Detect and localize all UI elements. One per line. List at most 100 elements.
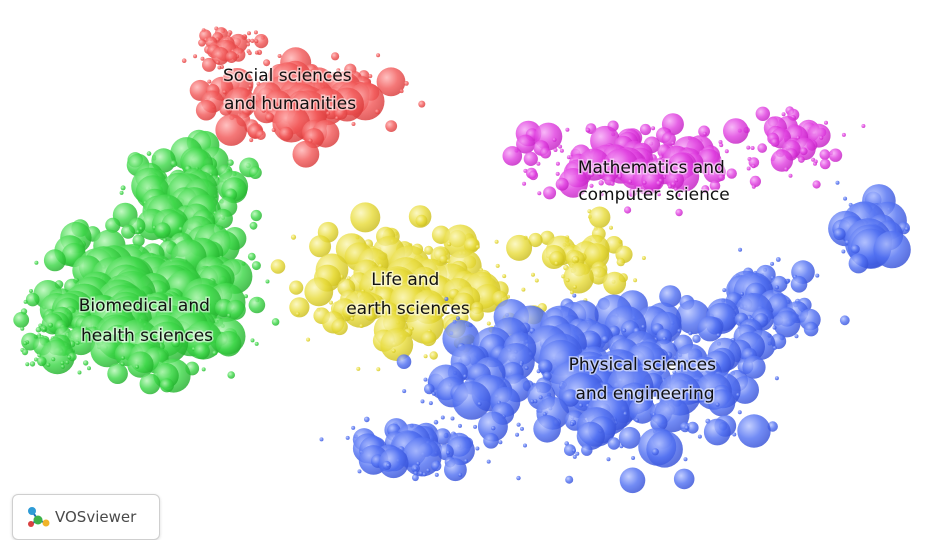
bubble-mcs[interactable] (828, 148, 843, 162)
bubble-bhs[interactable] (29, 289, 33, 293)
bubble-pse[interactable] (456, 316, 460, 321)
bubble-mcs[interactable] (516, 134, 536, 154)
bubble-bhs[interactable] (139, 373, 161, 395)
bubble-bhs[interactable] (250, 338, 255, 343)
bubble-mcs[interactable] (598, 180, 604, 186)
bubble-ssh[interactable] (227, 32, 232, 37)
bubble-les[interactable] (421, 330, 437, 347)
bubble-pse[interactable] (662, 360, 667, 365)
bubble-ssh[interactable] (211, 47, 230, 65)
bubble-ssh[interactable] (249, 138, 254, 143)
bubble-mcs[interactable] (748, 157, 760, 168)
bubble-les[interactable] (565, 278, 570, 283)
bubble-les[interactable] (563, 262, 594, 294)
bubble-mcs[interactable] (675, 208, 683, 217)
bubble-pse[interactable] (684, 425, 690, 431)
bubble-pse[interactable] (396, 354, 412, 370)
bubble-ssh[interactable] (250, 38, 255, 44)
bubble-ssh[interactable] (374, 109, 380, 115)
bubble-pse[interactable] (578, 403, 583, 408)
bubble-bhs[interactable] (21, 348, 29, 356)
bubble-pse[interactable] (536, 369, 541, 374)
bubble-pse[interactable] (716, 333, 721, 338)
bubble-pse[interactable] (516, 475, 521, 481)
bubble-mcs[interactable] (819, 158, 831, 170)
bubble-ssh[interactable] (198, 39, 206, 47)
bubble-ssh[interactable] (263, 59, 271, 67)
bubble-pse[interactable] (402, 389, 407, 394)
bubble-mcs[interactable] (698, 125, 710, 138)
vosviewer-badge[interactable]: VOSviewer (12, 494, 160, 540)
bubble-mcs[interactable] (749, 175, 762, 187)
bubble-mcs[interactable] (657, 192, 661, 197)
bubble-pse[interactable] (431, 460, 442, 472)
bubble-pse[interactable] (515, 432, 520, 437)
bubble-mcs[interactable] (757, 143, 767, 153)
bubble-pse[interactable] (803, 321, 819, 337)
bubble-mcs[interactable] (755, 106, 770, 122)
bubble-pse[interactable] (656, 395, 661, 400)
bubble-les[interactable] (603, 271, 627, 295)
bubble-les[interactable] (502, 274, 507, 279)
bubble-bhs[interactable] (132, 234, 145, 247)
bubble-ssh[interactable] (254, 34, 269, 49)
bubble-bhs[interactable] (121, 355, 125, 360)
bubble-bhs[interactable] (83, 360, 89, 366)
bubble-ssh[interactable] (326, 111, 331, 116)
bubble-les[interactable] (570, 290, 574, 295)
bubble-bhs[interactable] (35, 326, 42, 333)
bubble-les[interactable] (531, 272, 535, 277)
bubble-pse[interactable] (772, 345, 777, 350)
bubble-pse[interactable] (774, 376, 779, 381)
bubble-mcs[interactable] (555, 171, 560, 176)
bubble-les[interactable] (378, 263, 383, 268)
bubble-ssh[interactable] (277, 54, 282, 58)
bubble-ssh[interactable] (418, 100, 426, 108)
bubble-bhs[interactable] (271, 318, 280, 326)
bubble-les[interactable] (439, 254, 448, 264)
bubble-ssh[interactable] (336, 68, 341, 73)
bubble-pse[interactable] (475, 446, 480, 451)
bubble-les[interactable] (574, 257, 579, 262)
bubble-pse[interactable] (650, 414, 668, 432)
bubble-mcs[interactable] (639, 123, 652, 136)
bubble-pse[interactable] (683, 457, 688, 462)
bubble-ssh[interactable] (331, 52, 340, 61)
bubble-bhs[interactable] (75, 341, 80, 345)
bubble-bhs[interactable] (127, 351, 154, 378)
bubble-pse[interactable] (655, 393, 660, 397)
bubble-mcs[interactable] (719, 143, 724, 148)
bubble-pse[interactable] (631, 456, 636, 460)
bubble-bhs[interactable] (105, 217, 121, 233)
bubble-bhs[interactable] (20, 326, 25, 331)
bubble-les[interactable] (350, 202, 381, 233)
bubble-ssh[interactable] (217, 65, 222, 70)
bubble-mcs[interactable] (676, 192, 681, 197)
bubble-les[interactable] (408, 304, 413, 309)
bubble-bhs[interactable] (25, 362, 30, 367)
bubble-pse[interactable] (483, 433, 499, 449)
bubble-bhs[interactable] (227, 159, 234, 166)
bubble-pse[interactable] (572, 448, 576, 453)
bubble-pse[interactable] (848, 253, 869, 274)
bubble-les[interactable] (289, 297, 310, 318)
bubble-mcs[interactable] (671, 141, 675, 146)
bubble-pse[interactable] (692, 334, 701, 343)
bubble-pse[interactable] (424, 383, 435, 395)
bubble-ssh[interactable] (181, 58, 187, 63)
bubble-ssh[interactable] (399, 89, 404, 94)
bubble-bhs[interactable] (248, 296, 266, 314)
bubble-pse[interactable] (641, 324, 646, 329)
bubble-pse[interactable] (378, 448, 409, 479)
bubble-les[interactable] (549, 251, 565, 266)
bubble-les[interactable] (528, 232, 543, 248)
bubble-les[interactable] (403, 311, 408, 316)
bubble-ssh[interactable] (248, 84, 253, 88)
bubble-pse[interactable] (771, 275, 788, 293)
bubble-pse[interactable] (742, 355, 766, 379)
bubble-les[interactable] (380, 328, 414, 361)
bubble-mcs[interactable] (750, 146, 755, 150)
bubble-les[interactable] (572, 285, 577, 289)
bubble-pse[interactable] (775, 257, 781, 262)
